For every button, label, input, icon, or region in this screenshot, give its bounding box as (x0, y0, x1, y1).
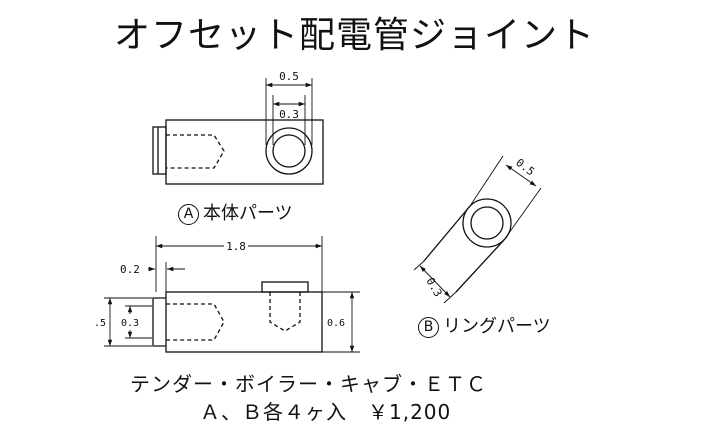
footer-usage: テンダー・ボイラー・キャブ・ＥＴＣ (130, 372, 487, 396)
dim-label-height: 0.6 (327, 318, 345, 329)
ext-line (503, 187, 542, 241)
ext-line (469, 155, 504, 207)
ext-line (443, 291, 457, 304)
part-b-ring-inner (470, 206, 504, 240)
dim-label-top-outer: 0.5 (279, 70, 299, 83)
part-a-side-bore (166, 303, 225, 341)
part-a-top-view (152, 78, 324, 185)
part-a-side-collar (261, 281, 309, 293)
part-a-top-ring-outer (265, 127, 313, 175)
dim-label-ring-inner: 0.3 (423, 275, 444, 299)
part-b-ring-outer (462, 198, 512, 248)
dim-line-ring-outer (505, 164, 537, 187)
part-a-top-body (165, 119, 324, 185)
part-b-ring-view (413, 155, 542, 304)
dim-label-total-length: 1.8 (226, 240, 246, 253)
page-title: オフセット配電管ジョイント (113, 15, 595, 56)
dim-label-left-outer: .5 (94, 318, 106, 329)
part-a-side-collar-bore (269, 292, 301, 332)
part-a-side-stub (152, 297, 166, 347)
footer-price: Ａ、Ｂ各４ヶ入 ￥1,200 (200, 400, 452, 423)
dim-label-offset: 0.2 (120, 263, 140, 276)
part-a-top-ring-inner (272, 134, 306, 168)
part-a-top-bore (166, 134, 225, 169)
part-a-side-body (165, 291, 323, 353)
dim-label-ring-outer: 0.5 (513, 156, 537, 178)
part-a-side-view (104, 236, 360, 353)
dim-label-background (224, 239, 248, 253)
part-a-top-stub (152, 126, 167, 175)
part-b-label: リングパーツ (443, 316, 551, 337)
part-b-ring-edge (423, 205, 471, 262)
dim-line-ring-inner (419, 265, 451, 298)
part-a-badge: A (178, 204, 199, 225)
dim-label-left-inner: 0.3 (121, 318, 139, 329)
ext-line (413, 260, 425, 271)
dim-label-top-inner: 0.3 (279, 108, 299, 121)
part-b-ring-edge (455, 239, 505, 293)
part-b-badge: B (418, 317, 439, 338)
part-a-label: 本体パーツ (203, 203, 293, 224)
